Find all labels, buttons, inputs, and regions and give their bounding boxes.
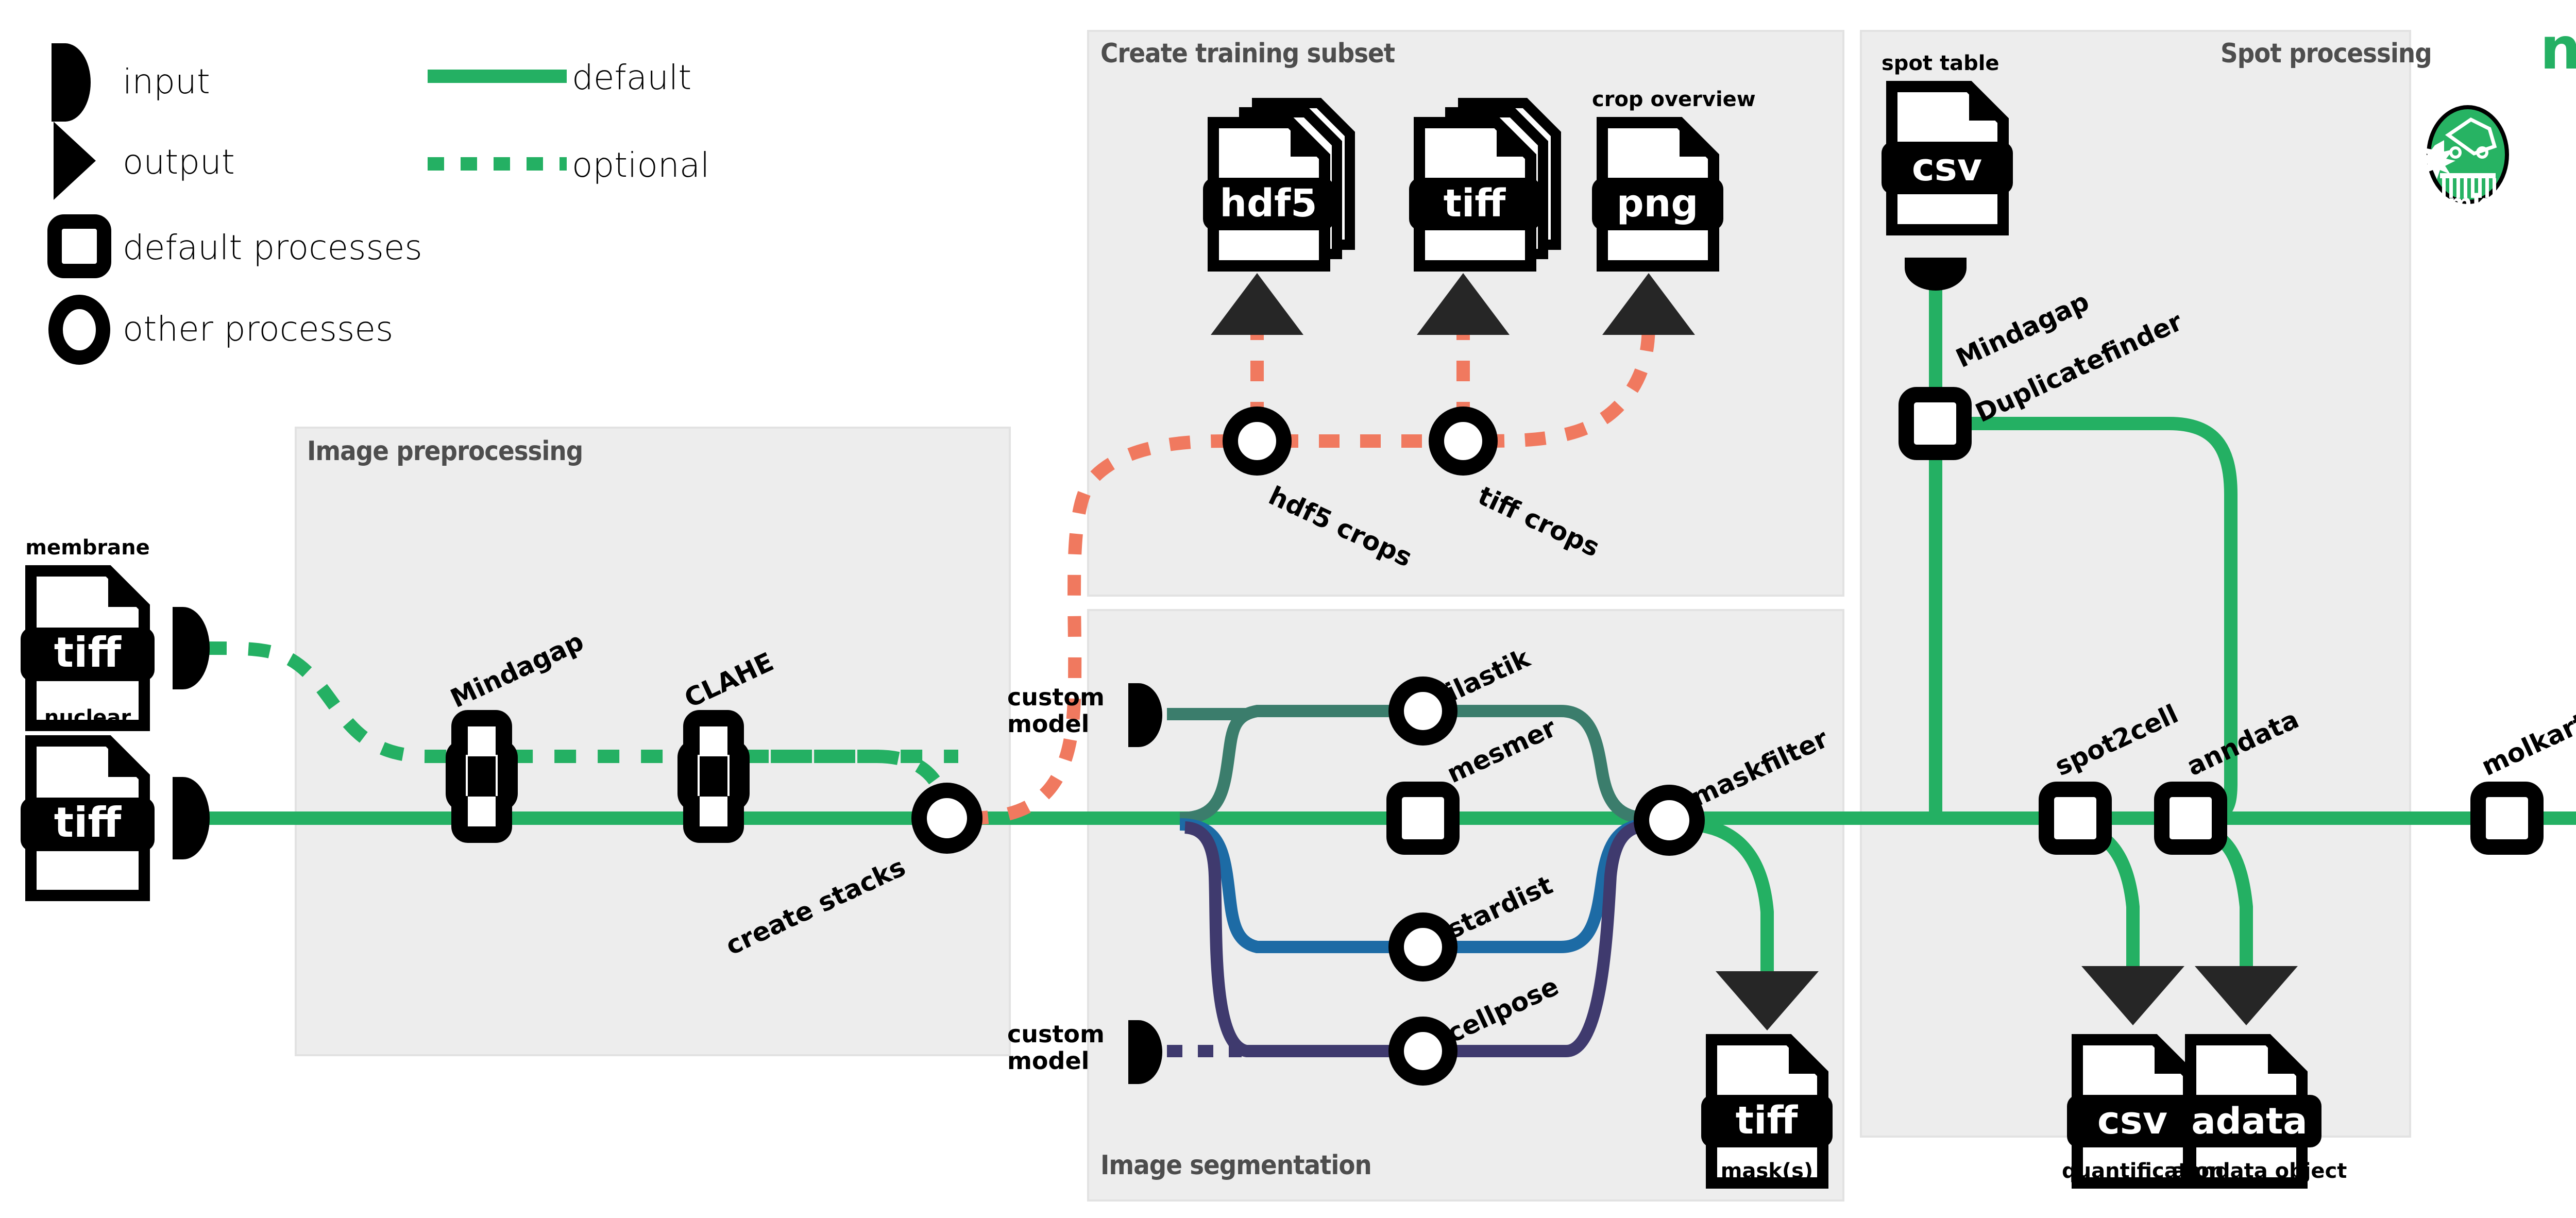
- mk-badge-icon: mk: [2418, 105, 2509, 217]
- node-ilastik: [1388, 676, 1458, 746]
- svg-text:csv: csv: [1912, 145, 1982, 190]
- svg-text:png: png: [1617, 181, 1699, 226]
- edge-tiffcrops-to-png: [1483, 319, 1655, 448]
- node-molkartqc: [2470, 782, 2544, 855]
- node-stardist: [1388, 912, 1458, 982]
- file-icon-membrane-tiff: tiff: [21, 565, 155, 731]
- node-spot2cell: [2039, 782, 2112, 855]
- input-connector-custom-model-ilastik: [1128, 683, 1162, 747]
- logo-nf-prefix: nf-: [2540, 15, 2576, 82]
- input-connector-membrane: [173, 607, 210, 689]
- panel-title-create-training-subset: Create training subset: [1100, 38, 1395, 69]
- node-anndata: [2154, 782, 2227, 855]
- arrow-down-mask: [1716, 971, 1819, 1030]
- edge-maskfilter-to-mask: [1689, 818, 1774, 979]
- node-create-stacks: [911, 783, 982, 854]
- svg-text:tiff: tiff: [54, 799, 122, 847]
- edge-cellpose-branch: [1184, 820, 1645, 1057]
- file-caption-crop-overview: crop overview: [1592, 88, 1756, 111]
- input-connector-spot-table: [1905, 258, 1967, 291]
- custom-model-label-ilastik: custom model: [1007, 683, 1105, 738]
- node-hdf5-crops: [1223, 407, 1292, 476]
- file-caption-masks: mask(s): [1720, 1159, 1814, 1183]
- legend-label-default-processes: default processes: [123, 228, 422, 267]
- arrow-up-tiff: [1417, 273, 1510, 335]
- node-mindagap-duplicatefinder: [1899, 387, 1972, 460]
- node-clahe-body: [683, 710, 744, 843]
- logo-org-row: nf-core/: [2540, 15, 2576, 82]
- file-caption-membrane: membrane: [25, 536, 150, 560]
- file-icon-nuclear-tiff: tiff: [21, 735, 155, 901]
- nf-core-logo: nf-core/: [2540, 15, 2576, 82]
- file-icon-hdf5-stack: hdf5: [1203, 98, 1355, 272]
- file-icon-mask-tiff: tiff: [1701, 1034, 1833, 1189]
- legend-circle-icon: [48, 295, 110, 365]
- legend-label-output: output: [123, 142, 235, 182]
- file-icon-anndata-adata: adata: [2177, 1034, 2321, 1189]
- arrow-down-quant: [2081, 966, 2184, 1025]
- file-icon-spot-table-csv: csv: [1882, 81, 2013, 235]
- svg-text:tiff: tiff: [1736, 1098, 1799, 1143]
- legend-rounded-square-icon: [47, 214, 111, 278]
- arrow-up-png: [1602, 273, 1695, 335]
- input-connector-nuclear: [173, 777, 210, 859]
- svg-text:mk: mk: [2448, 189, 2489, 217]
- node-clahe-waist: [700, 756, 727, 797]
- panel-title-image-segmentation: Image segmentation: [1100, 1150, 1372, 1181]
- panel-image-preprocessing: [295, 427, 1011, 1056]
- panel-title-spot-processing: Spot processing: [2221, 38, 2432, 69]
- file-icon-tiff-stack: tiff: [1409, 98, 1561, 272]
- legend-triangle-output-icon: [54, 122, 96, 200]
- svg-text:tiff: tiff: [1444, 181, 1506, 226]
- node-mesmer: [1386, 782, 1460, 855]
- panel-title-image-preprocessing: Image preprocessing: [307, 436, 583, 467]
- node-maskfilter: [1634, 785, 1705, 856]
- node-mindagap-body: [451, 710, 512, 843]
- edge-membrane-optional: [205, 641, 958, 763]
- legend-label-optional-line: optional: [572, 145, 710, 185]
- file-caption-nuclear: nuclear: [44, 706, 131, 730]
- node-mindagap-waist: [468, 756, 496, 797]
- file-icon-png: png: [1592, 117, 1723, 272]
- node-cellpose: [1388, 1017, 1458, 1086]
- file-caption-spot-table: spot table: [1882, 52, 1999, 75]
- arrow-down-adata: [2195, 966, 2298, 1025]
- file-caption-quantification: quantification: [2062, 1159, 2224, 1183]
- legend-half-disc-input-icon: [52, 43, 91, 122]
- svg-text:csv: csv: [2097, 1098, 2167, 1143]
- legend-label-input: input: [123, 62, 210, 102]
- svg-text:tiff: tiff: [54, 629, 122, 676]
- legend-label-default-line: default: [572, 58, 692, 97]
- arrow-up-hdf5: [1211, 273, 1303, 335]
- svg-text:adata: adata: [2191, 1100, 2307, 1142]
- edge-optional-to-create-stacks: [747, 750, 953, 807]
- svg-text:hdf5: hdf5: [1219, 181, 1317, 226]
- node-tiff-crops: [1429, 407, 1498, 476]
- input-connector-custom-model-cellpose: [1128, 1020, 1162, 1084]
- custom-model-label-cellpose: custom model: [1007, 1020, 1105, 1075]
- legend-label-other-processes: other processes: [123, 309, 394, 349]
- file-caption-anndata-object: anndata object: [2172, 1159, 2347, 1183]
